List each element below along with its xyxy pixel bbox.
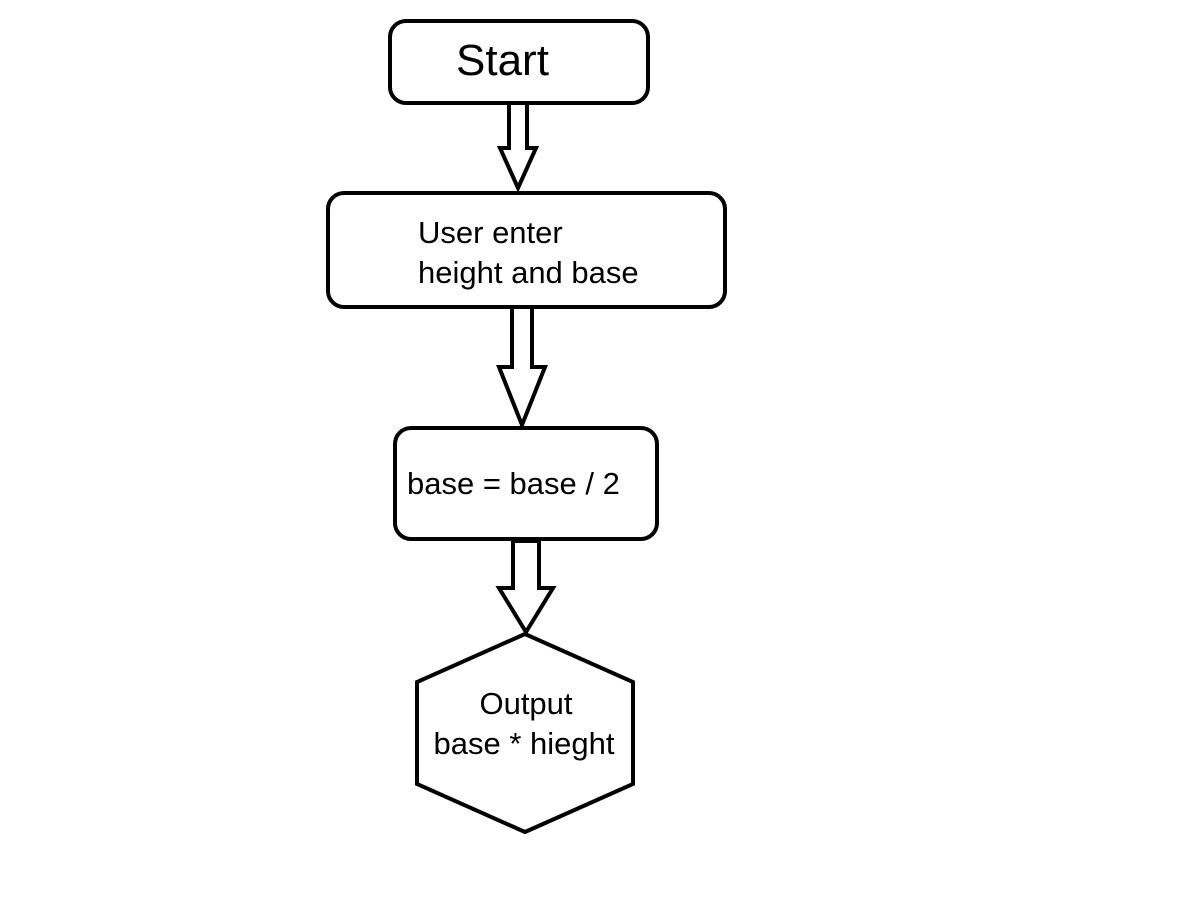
start-node: Start (388, 19, 650, 105)
output-node-line1: Output (479, 686, 572, 721)
arrow-input-to-process-shape (496, 305, 548, 431)
input-node-line1: User enter (418, 215, 563, 250)
arrow-process-to-output (495, 539, 557, 636)
input-node-line2: height and base (418, 255, 639, 290)
process-node: base = base / 2 (393, 426, 659, 541)
start-node-label: Start (456, 36, 549, 85)
output-node: Output base * hieght (415, 631, 635, 835)
process-node-label: base = base / 2 (407, 466, 620, 501)
arrow-start-to-input (496, 101, 540, 193)
output-node-shape (415, 631, 635, 835)
arrow-input-to-process (496, 305, 548, 431)
output-node-line2: base * hieght (434, 726, 615, 761)
input-node: User enter height and base (326, 191, 727, 309)
arrow-start-to-input-shape (496, 101, 540, 193)
arrow-process-to-output-shape (495, 539, 557, 636)
